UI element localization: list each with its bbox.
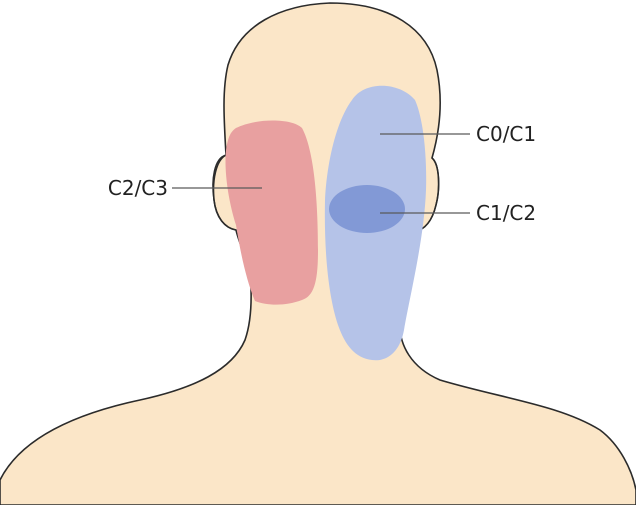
label-c1-c2: C1/C2 <box>476 201 536 225</box>
label-c2-c3: C2/C3 <box>108 176 168 200</box>
head-neck-silhouette <box>0 3 636 505</box>
zone-c2-c3 <box>225 121 318 305</box>
zone-c1-c2 <box>329 185 405 233</box>
label-c0-c1: C0/C1 <box>476 122 536 146</box>
